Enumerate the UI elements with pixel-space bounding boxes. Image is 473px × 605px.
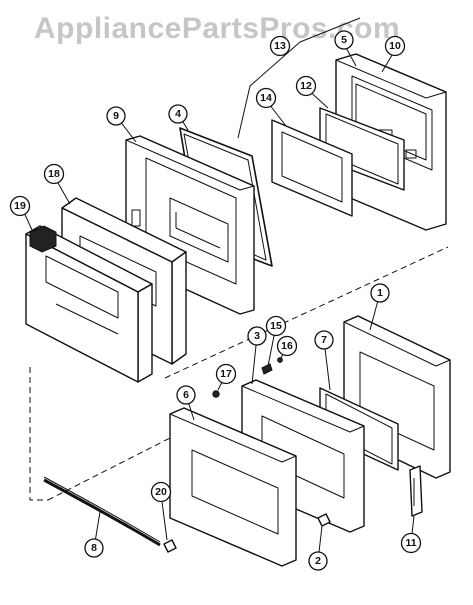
callout-4: 4: [168, 104, 188, 124]
callout-19: 19: [9, 195, 31, 217]
callout-3: 3: [247, 326, 267, 346]
part-insulation-pad: [25, 225, 153, 383]
callout-20-label: 20: [155, 486, 167, 498]
callout-17-label: 17: [220, 368, 232, 380]
callout-6: 6: [176, 385, 196, 405]
callout-5: 5: [334, 30, 354, 50]
callout-17: 17: [215, 363, 237, 385]
part-door-outer-panel: [169, 407, 297, 567]
callout-2-label: 2: [315, 555, 321, 567]
callout-18-label: 18: [48, 168, 60, 180]
callout-20: 20: [150, 481, 172, 503]
callout-13: 13: [269, 35, 291, 57]
callout-16-label: 16: [281, 340, 293, 352]
callout-11-label: 11: [405, 537, 416, 549]
callout-11: 11: [400, 532, 422, 554]
callout-9-label: 9: [113, 110, 119, 122]
callout-19-label: 19: [14, 200, 26, 212]
callout-7-label: 7: [321, 334, 327, 346]
callout-14-label: 14: [260, 92, 272, 104]
callout-8: 8: [84, 538, 104, 558]
callout-7: 7: [314, 330, 334, 350]
callout-5-label: 5: [341, 34, 347, 46]
callout-10: 10: [384, 35, 406, 57]
part-window-frame: [271, 119, 353, 217]
callout-10-label: 10: [389, 40, 401, 52]
callout-1: 1: [370, 283, 390, 303]
part-handle-trim: [43, 476, 161, 547]
callout-8-label: 8: [91, 542, 97, 554]
callout-3-label: 3: [254, 330, 260, 342]
callout-15: 15: [265, 315, 287, 337]
callout-12: 12: [295, 75, 317, 97]
callout-4-label: 4: [175, 108, 181, 120]
callout-6-label: 6: [183, 389, 189, 401]
callouts: 1 2 3 4 5 6 7 8 9 10 11 12 13 14 15 16 1…: [9, 30, 422, 571]
callout-1-label: 1: [377, 287, 383, 299]
part-hinge: [409, 465, 423, 517]
callout-9: 9: [106, 106, 126, 126]
part-hardware: [163, 357, 331, 553]
callout-18: 18: [43, 163, 65, 185]
callout-16: 16: [276, 335, 298, 357]
callout-2: 2: [308, 551, 328, 571]
callout-13-label: 13: [274, 40, 286, 52]
callout-15-label: 15: [270, 320, 282, 332]
callout-14: 14: [255, 87, 277, 109]
callout-12-label: 12: [300, 80, 312, 92]
